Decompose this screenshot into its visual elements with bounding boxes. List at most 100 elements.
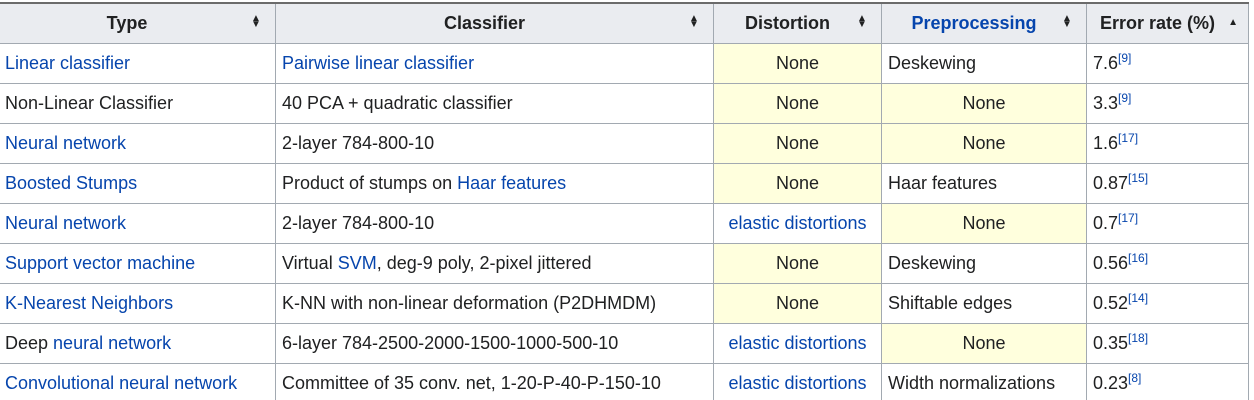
cell-link[interactable]: Neural network — [5, 212, 127, 233]
cell-type: Neural network — [0, 202, 276, 244]
cell-text: Width normalizations — [888, 372, 1056, 393]
cell-classifier: K-NN with non-linear deformation (P2DHMD… — [275, 282, 714, 324]
cell-distortion: None — [713, 242, 882, 284]
cell-link[interactable]: K-Nearest Neighbors — [5, 292, 174, 313]
column-header-label: Distortion — [745, 12, 830, 33]
cell-text: None — [962, 92, 1006, 113]
cell-link[interactable]: elastic distortions — [728, 332, 867, 353]
column-header-label[interactable]: Preprocessing — [911, 12, 1037, 33]
cell-text: Product of stumps on — [282, 172, 458, 193]
cell-text: Deskewing — [888, 252, 977, 273]
cell-link[interactable]: Pairwise linear classifier — [282, 52, 475, 73]
citation-link[interactable]: [9] — [1118, 50, 1132, 65]
table-row: Support vector machine Virtual SVM, deg-9… — [0, 242, 1249, 284]
cell-distortion: elastic distortions — [713, 322, 882, 364]
cell-link[interactable]: Support vector machine — [5, 252, 196, 273]
citation-link[interactable]: [14] — [1128, 290, 1149, 305]
citation-link[interactable]: [16] — [1128, 250, 1149, 265]
cell-error-rate: 0.52[14] — [1086, 282, 1249, 324]
cell-type: Neural network — [0, 122, 276, 164]
cell-error-rate: 1.6[17] — [1086, 122, 1249, 164]
table-row: K-Nearest Neighbors K-NN with non-linear … — [0, 282, 1249, 324]
citation-link[interactable]: [17] — [1118, 130, 1139, 145]
cell-text: Non-Linear Classifier — [5, 92, 174, 113]
cell-distortion: None — [713, 282, 882, 324]
cell-distortion: elastic distortions — [713, 202, 882, 244]
citation-link[interactable]: [8] — [1128, 370, 1142, 385]
table-row: Deep neural network 6-layer 784-2500-2000… — [0, 322, 1249, 364]
table-body: Linear classifier Pairwise linear classif… — [0, 42, 1249, 400]
cell-distortion: None — [713, 42, 882, 84]
citation-link[interactable]: [17] — [1118, 210, 1139, 225]
cell-text: None — [962, 212, 1006, 233]
cell-link[interactable]: Boosted Stumps — [5, 172, 138, 193]
column-header-error-rate[interactable]: Error rate (%) ▲ — [1086, 2, 1249, 44]
cell-preprocessing: Haar features — [881, 162, 1087, 204]
sort-both-icon[interactable]: ▲▼ — [689, 13, 699, 31]
cell-link[interactable]: Convolutional neural network — [5, 372, 238, 393]
cell-preprocessing: None — [881, 122, 1087, 164]
cell-type: Linear classifier — [0, 42, 276, 84]
cell-text: Virtual — [282, 252, 338, 273]
cell-error-rate: 0.23[8] — [1086, 362, 1249, 400]
column-header-distortion[interactable]: Distortion ▲▼ — [713, 2, 882, 44]
cell-type: K-Nearest Neighbors — [0, 282, 276, 324]
cell-text: 6-layer 784-2500-2000-1500-1000-500-10 — [282, 332, 619, 353]
cell-type: Convolutional neural network — [0, 362, 276, 400]
cell-text: K-NN with non-linear deformation (P2DHMD… — [282, 292, 657, 313]
sort-both-icon[interactable]: ▲▼ — [251, 13, 261, 31]
table-row: Convolutional neural network Committee of… — [0, 362, 1249, 400]
column-header-label: Classifier — [443, 12, 526, 33]
citation-link[interactable]: [9] — [1118, 90, 1132, 105]
column-header-classifier[interactable]: Classifier ▲▼ — [275, 2, 714, 44]
column-header-preprocessing[interactable]: Preprocessing ▲▼ — [881, 2, 1087, 44]
cell-text: Haar features — [888, 172, 998, 193]
cell-link[interactable]: Neural network — [5, 132, 127, 153]
cell-text: 2-layer 784-800-10 — [282, 132, 435, 153]
sort-both-icon[interactable]: ▲▼ — [1062, 13, 1072, 31]
sort-ascending-icon[interactable]: ▲ — [1228, 17, 1238, 29]
cell-text: Deep — [5, 332, 54, 353]
cell-type: Non-Linear Classifier — [0, 82, 276, 124]
cell-text: None — [962, 132, 1006, 153]
cell-preprocessing: None — [881, 202, 1087, 244]
citation-link[interactable]: [15] — [1128, 170, 1149, 185]
cell-link[interactable]: Linear classifier — [5, 52, 131, 73]
cell-classifier: Product of stumps on Haar features — [275, 162, 714, 204]
cell-link[interactable]: neural network — [53, 332, 172, 353]
cell-text: Shiftable edges — [888, 292, 1013, 313]
cell-link[interactable]: elastic distortions — [728, 212, 867, 233]
cell-classifier: 40 PCA + quadratic classifier — [275, 82, 714, 124]
cell-preprocessing: Width normalizations — [881, 362, 1087, 400]
error-rate-value: 7.6 — [1093, 52, 1119, 73]
cell-error-rate: 0.56[16] — [1086, 242, 1249, 284]
cell-type: Deep neural network — [0, 322, 276, 364]
error-rate-value: 0.52 — [1093, 292, 1129, 313]
cell-text: None — [775, 172, 820, 193]
cell-classifier: 2-layer 784-800-10 — [275, 122, 714, 164]
cell-classifier: Committee of 35 conv. net, 1-20-P-40-P-1… — [275, 362, 714, 400]
cell-text: Committee of 35 conv. net, 1-20-P-40-P-1… — [282, 372, 661, 393]
sort-both-icon[interactable]: ▲▼ — [857, 13, 867, 31]
cell-link[interactable]: SVM — [337, 252, 377, 273]
table-header-row: Type▲▼Classifier▲▼Distortion▲▼Preprocess… — [0, 2, 1249, 44]
cell-text: , deg-9 poly, 2-pixel jittered — [376, 252, 592, 273]
cell-type: Support vector machine — [0, 242, 276, 284]
column-header-label: Type — [106, 12, 148, 33]
cell-classifier: 6-layer 784-2500-2000-1500-1000-500-10 — [275, 322, 714, 364]
cell-preprocessing: Deskewing — [881, 242, 1087, 284]
cell-text: 2-layer 784-800-10 — [282, 212, 435, 233]
column-header-label: Error rate (%) — [1099, 12, 1216, 33]
cell-link[interactable]: Haar features — [457, 172, 567, 193]
error-rate-value: 1.6 — [1093, 132, 1119, 153]
table-row: Linear classifier Pairwise linear classif… — [0, 42, 1249, 84]
cell-classifier: Virtual SVM, deg-9 poly, 2-pixel jittere… — [275, 242, 714, 284]
error-rate-value: 3.3 — [1093, 92, 1119, 113]
cell-error-rate: 0.35[18] — [1086, 322, 1249, 364]
column-header-type[interactable]: Type ▲▼ — [0, 2, 276, 44]
cell-link[interactable]: elastic distortions — [728, 372, 867, 393]
cell-distortion: None — [713, 82, 882, 124]
citation-link[interactable]: [18] — [1128, 330, 1149, 345]
